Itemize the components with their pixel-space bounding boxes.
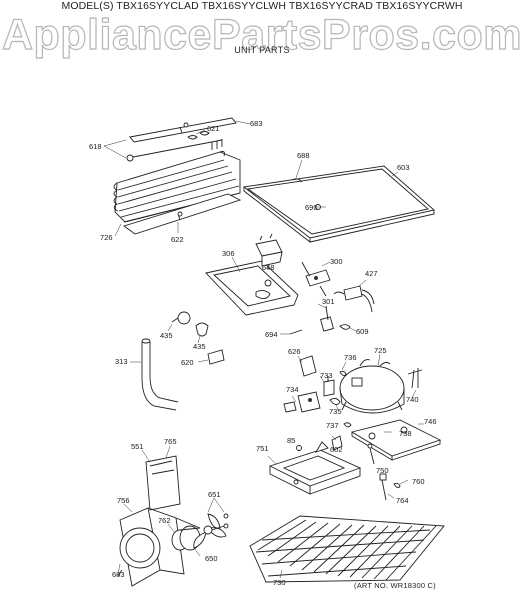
label-683-top: 683 (250, 119, 263, 128)
label-726: 726 (100, 233, 113, 242)
relay-734-drawing (283, 391, 321, 413)
label-300: 300 (330, 257, 343, 266)
label-694: 694 (265, 330, 278, 339)
screw-750-760-764-drawing (367, 443, 409, 501)
label-730: 730 (273, 578, 286, 587)
label-740: 740 (406, 395, 419, 404)
label-756: 756 (117, 496, 130, 505)
label-738: 738 (399, 429, 412, 438)
label-626: 626 (288, 347, 301, 356)
label-760: 760 (412, 477, 425, 486)
label-618: 618 (89, 142, 102, 151)
socket-435-drawing (195, 322, 209, 344)
part-number-labels: 683 621 618 688 603 690 726 622 306 648 … (89, 119, 437, 587)
label-602: 602 (330, 445, 343, 454)
part-620-drawing (197, 349, 225, 365)
label-762: 762 (158, 516, 171, 525)
label-750: 750 (376, 466, 389, 475)
part-85-602-drawing (296, 435, 343, 451)
cover-551-765-drawing (141, 445, 181, 511)
label-306: 306 (222, 249, 235, 258)
label-603: 603 (397, 163, 410, 172)
label-733: 733 (320, 371, 333, 380)
compressor-725-drawing (339, 353, 405, 414)
label-648: 648 (262, 263, 275, 272)
label-746: 746 (424, 417, 437, 426)
label-737: 737 (326, 421, 339, 430)
cord-427-drawing (333, 279, 375, 313)
bracket-740-drawing (407, 368, 423, 399)
label-609: 609 (356, 327, 369, 336)
label-650: 650 (205, 554, 218, 563)
label-620: 620 (181, 358, 194, 367)
label-736: 736 (344, 353, 357, 362)
label-725: 725 (374, 346, 387, 355)
compressor-base-746-drawing (350, 419, 442, 461)
label-301: 301 (322, 297, 335, 306)
overload-300-drawing (301, 261, 331, 297)
label-622: 622 (171, 235, 184, 244)
label-621: 621 (207, 124, 220, 133)
fittings-736-733-drawing (319, 361, 347, 397)
label-651: 651 (208, 490, 221, 499)
bulb-435-drawing (167, 311, 191, 332)
base-pan-751-drawing (267, 441, 362, 495)
control-bracket-drawing (205, 256, 299, 316)
label-690: 690 (305, 203, 318, 212)
label-735: 735 (329, 407, 342, 416)
label-435-left: 435 (160, 331, 173, 340)
label-683-bottom: 683 (112, 570, 125, 579)
label-765: 765 (164, 437, 177, 446)
drain-tube-313-drawing (130, 338, 179, 411)
label-764: 764 (396, 496, 409, 505)
art-number: (ART NO. WR18300 C) (354, 581, 436, 590)
label-313: 313 (115, 357, 128, 366)
label-435-right: 435 (193, 342, 206, 351)
label-551: 551 (131, 442, 144, 451)
fan-assembly-drawing (117, 497, 229, 587)
drip-pan-drawing (242, 159, 435, 243)
condenser-coil-730-drawing (249, 515, 445, 583)
diagram-subtitle: UNIT PARTS (234, 45, 290, 55)
relay-648-drawing (255, 233, 283, 270)
label-85: 85 (287, 436, 295, 445)
label-427: 427 (365, 269, 378, 278)
screw-301-609-drawing (280, 303, 357, 335)
condenser-assembly-drawing (103, 117, 251, 237)
watermark-logo: AppliancePartsPros.com (1, 10, 522, 59)
label-688: 688 (297, 151, 310, 160)
label-734: 734 (286, 385, 299, 394)
label-751: 751 (256, 444, 269, 453)
model-list-header: MODEL(S) TBX16SYYCLAD TBX16SYYCLWH TBX16… (61, 0, 463, 12)
part-626-drawing (297, 355, 317, 377)
grommet-735-737-drawing (329, 397, 352, 428)
